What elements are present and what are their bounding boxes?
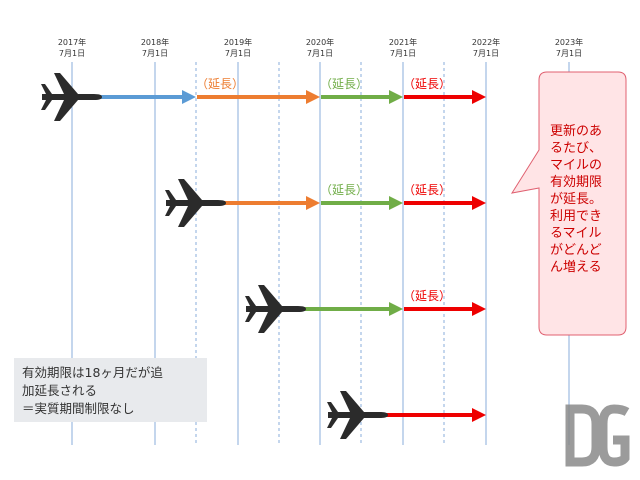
date-year-2019: 2019年 (224, 37, 252, 47)
arrowhead-red-row2 (472, 196, 486, 210)
date-day-2020: 7月1日 (307, 49, 333, 58)
date-year-2017: 2017年 (58, 37, 86, 47)
extension-labels: （延長） （延長） （延長） （延長） （延長） （延長） (196, 77, 451, 303)
date-labels: 2017年 7月1日 2018年 7月1日 2019年 7月1日 2020年 7… (58, 37, 583, 58)
callout-line-6: 利用でき (550, 209, 602, 224)
note-line-2: 加延長される (22, 383, 98, 398)
airplane-icon (327, 391, 388, 439)
arrowhead-orange-row2 (306, 196, 320, 210)
callout-line-8: がどんど (550, 243, 602, 258)
date-year-2022: 2022年 (472, 37, 500, 47)
arrowhead-green-row2 (389, 196, 403, 210)
date-day-2019: 7月1日 (225, 49, 251, 58)
arrowhead-red-row3 (472, 302, 486, 316)
arrowhead-orange-row1 (306, 90, 320, 104)
callout-line-2: るたび、 (550, 141, 602, 156)
extension-label-red-row1: （延長） (403, 77, 451, 91)
arrowhead-green-row3 (389, 302, 403, 316)
callout-line-5: が延長。 (550, 192, 602, 207)
date-year-2020: 2020年 (306, 37, 334, 47)
arrowhead-blue-row1 (182, 90, 196, 104)
extension-label-green-row1: （延長） (320, 77, 368, 91)
callout-bubble: 更新のあ るたび、 マイルの 有効期限 が延長。 利用でき るマイル がどんど … (510, 71, 627, 336)
note-box: 有効期限は18ヶ月だが追 加延長される ＝実質期間制限なし (14, 358, 207, 422)
logo-letter-g (598, 404, 630, 467)
logo-letter-d (565, 404, 601, 467)
date-year-2018: 2018年 (141, 37, 169, 47)
extension-label-red-row3: （延長） (403, 289, 451, 303)
date-day-2021: 7月1日 (390, 49, 416, 58)
note-line-1: 有効期限は18ヶ月だが追 (22, 365, 163, 380)
arrowhead-green-row1 (389, 90, 403, 104)
extension-label-green-row2: （延長） (320, 183, 368, 197)
arrowhead-red-row1 (472, 90, 486, 104)
date-day-2018: 7月1日 (142, 49, 168, 58)
date-year-2023: 2023年 (555, 37, 583, 47)
callout-line-3: マイルの (550, 158, 602, 173)
callout-shape (510, 71, 627, 336)
date-day-2022: 7月1日 (473, 49, 499, 58)
callout-line-1: 更新のあ (550, 123, 602, 139)
extension-label-orange-row1: （延長） (196, 77, 244, 91)
callout-line-9: ん増える (550, 260, 602, 275)
arrowhead-red-row4 (472, 408, 486, 422)
date-day-2017: 7月1日 (59, 49, 85, 58)
dg-logo (565, 404, 630, 467)
callout-line-4: 有効期限 (550, 175, 602, 190)
extension-label-red-row2: （延長） (403, 183, 451, 197)
arrows (96, 90, 486, 422)
callout-line-7: るマイル (550, 226, 601, 241)
date-day-2023: 7月1日 (556, 49, 582, 58)
note-line-3: ＝実質期間制限なし (22, 401, 135, 416)
date-year-2021: 2021年 (389, 37, 417, 47)
airplane-icon (245, 285, 306, 333)
